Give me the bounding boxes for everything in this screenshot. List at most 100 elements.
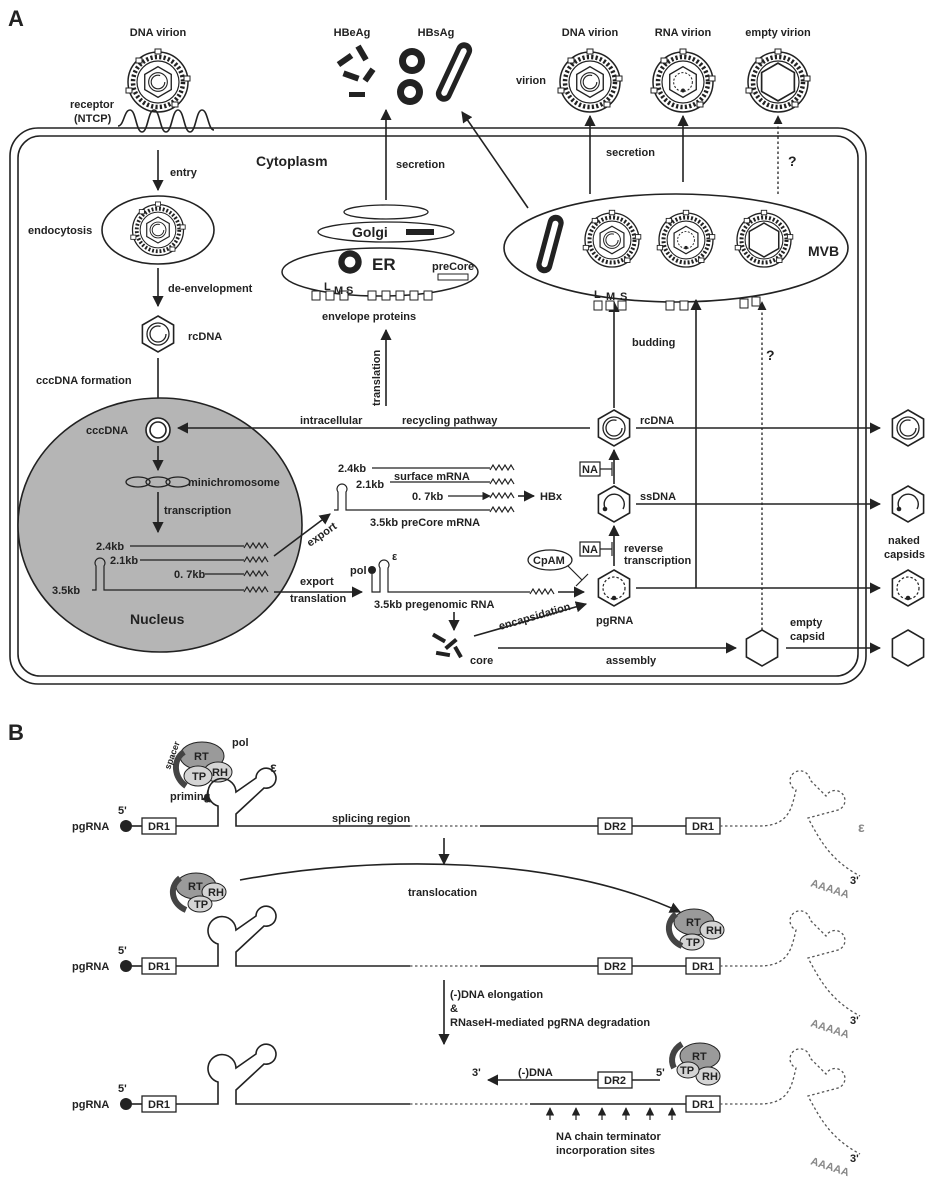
amp-label: &: [450, 1003, 458, 1015]
tp-label-2: TP: [194, 899, 208, 911]
dr2-label-1: DR2: [604, 821, 626, 833]
epsilon-label-b: ε: [270, 759, 277, 775]
er-m-label: M: [334, 285, 343, 297]
cell-outer-membrane: [9, 127, 867, 685]
assembly-label: assembly: [606, 655, 657, 667]
rh-label-3: RH: [706, 925, 722, 937]
cell-inner-membrane: [17, 135, 859, 677]
rcdna-capsid-icon: [142, 316, 173, 352]
pgrna-label-b2: pgRNA: [72, 961, 109, 973]
dr1-label-3b: DR1: [692, 1099, 714, 1111]
incorporation-sites-label: incorporation sites: [556, 1145, 655, 1157]
polya-label-3: AAAAA: [809, 1155, 851, 1179]
secreted-empty-virion-icon: [746, 49, 810, 112]
naked-label: naked: [888, 535, 920, 547]
empty-capsid-icon: [745, 629, 779, 667]
dna-virion-icon: [126, 49, 190, 112]
pregenomic-rna-label: 3.5kb pregenomic RNA: [374, 599, 494, 611]
nuc-3.5kb-label: 3.5kb: [52, 585, 80, 597]
er-l-label: L: [324, 281, 331, 293]
secreted-dna-virion-icon: [558, 49, 622, 112]
dna-virion-label-2: DNA virion: [562, 27, 619, 39]
translocation-label: translocation: [408, 887, 477, 899]
dr1-label-1: DR1: [148, 821, 170, 833]
entry-label: entry: [170, 167, 198, 179]
dr2-box-minus: [597, 1071, 633, 1089]
translation-vertical-label: translation: [371, 349, 383, 406]
naked-rcdna-capsid-icon: [892, 410, 923, 446]
panel-a-label: A: [8, 6, 24, 31]
three-label-3: 3': [850, 1153, 859, 1165]
dna-virion-label: DNA virion: [130, 27, 187, 39]
ntcp-receptor-icon: [117, 109, 215, 133]
surface-mrna-label: surface mRNA: [394, 471, 470, 483]
dr2-label-2: DR2: [604, 961, 626, 973]
na-label-2: NA: [582, 544, 598, 556]
ntcp-label: (NTCP): [74, 113, 112, 125]
three-label-2: 3': [850, 1015, 859, 1027]
polya-label-2: AAAAA: [809, 1017, 851, 1041]
naked-ssdna-capsid-icon: [892, 486, 923, 522]
mvb-s-label: S: [620, 291, 627, 303]
splicing-region-label: splicing region: [332, 813, 411, 825]
mvb-filament-icon: [536, 214, 564, 274]
five-label-3: 5': [118, 1083, 127, 1095]
rh-label-4: RH: [702, 1071, 718, 1083]
tp-label-1: TP: [192, 771, 206, 783]
dr1-label-1b: DR1: [692, 821, 714, 833]
translation-label-2: translation: [290, 593, 347, 605]
question-label: ?: [788, 153, 797, 169]
virion-side-label: virion: [516, 75, 546, 87]
budding-label: budding: [632, 337, 675, 349]
naked-pgrna-capsid-icon: [892, 570, 923, 606]
pol-label-b: pol: [232, 737, 249, 749]
pgrna-strand-1: [120, 767, 861, 877]
mrna-0.7kb-label: 0. 7kb: [412, 491, 443, 503]
pgrna-strand-3: [120, 1043, 861, 1155]
ssdna-capsid-icon: [598, 486, 629, 522]
polymerase-icon-4: [669, 1041, 721, 1086]
cytoplasmic-mrnas: [334, 464, 515, 513]
tp-label-4: TP: [680, 1065, 694, 1077]
dr1-label-2: DR1: [148, 961, 170, 973]
priming-label: priming: [170, 791, 210, 803]
export-label-1: export: [305, 520, 340, 549]
er-s-label: S: [346, 285, 353, 297]
er-label: ER: [372, 255, 396, 274]
hbsag-sphere-icon-2: [397, 79, 423, 105]
intracellular-label: intracellular: [300, 415, 363, 427]
empty-virion-label: empty virion: [745, 27, 811, 39]
five-label-2: 5': [118, 945, 127, 957]
polya-label-1: AAAAA: [809, 877, 851, 901]
minus-dna-label: (-)DNA: [518, 1067, 553, 1079]
rt-label-1: RT: [194, 751, 209, 763]
er-hbsag-ring-icon: [338, 250, 362, 274]
secretion-label-2: secretion: [606, 147, 655, 159]
hbsag-sphere-icon: [399, 48, 425, 74]
polymerase-icon-2: [169, 872, 227, 913]
cpam-label: CpAM: [533, 555, 565, 567]
rev-transcription-label: transcription: [624, 555, 692, 567]
na-incorporation-arrows: [545, 1107, 677, 1120]
minichromosome-label: minichromosome: [188, 477, 280, 489]
secreted-rna-virion-icon: [651, 49, 715, 112]
pgrna-strand-2: [120, 905, 861, 1017]
na-label-1: NA: [582, 464, 598, 476]
nuc-2.1kb-label: 2.1kb: [110, 555, 138, 567]
polymerase-icon-3: [665, 908, 725, 951]
dr1-label-2b: DR1: [692, 961, 714, 973]
cpam-inhibitor-icon: [527, 549, 573, 571]
nuclear-transcripts: [92, 542, 269, 593]
envelope-proteins-label: envelope proteins: [322, 311, 416, 323]
na-chain-label: NA chain terminator: [556, 1131, 661, 1143]
pgrna-label-b1: pgRNA: [72, 821, 109, 833]
er-precore-icon: [437, 273, 469, 281]
mvb-m-label: M: [606, 291, 615, 303]
rcdna-label: rcDNA: [188, 331, 222, 343]
core-protein-icon: [431, 632, 463, 659]
rt-label-4: RT: [692, 1051, 707, 1063]
epsilon-grey-label: ε: [858, 819, 865, 835]
hbsag-filament-icon: [435, 42, 473, 102]
endocytosis-label: endocytosis: [28, 225, 92, 237]
